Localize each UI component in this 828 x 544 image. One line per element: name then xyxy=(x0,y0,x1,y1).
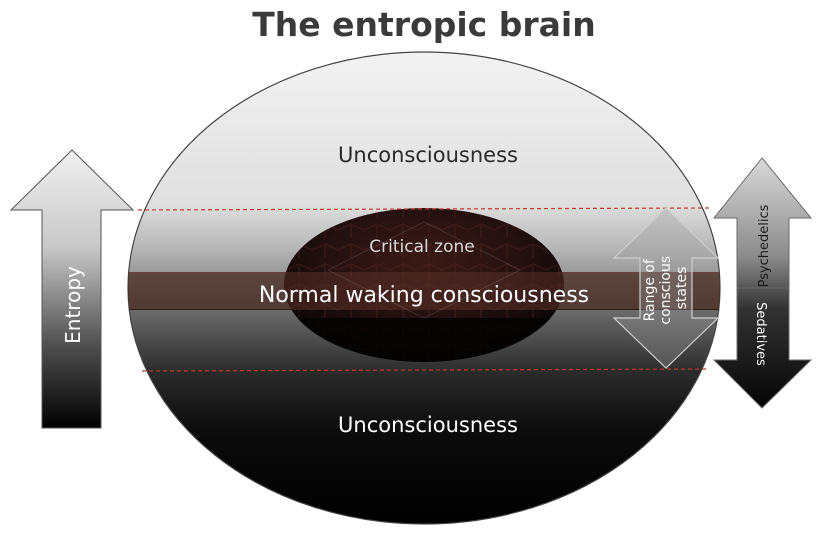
diagram-title: The entropic brain xyxy=(252,5,595,44)
upper-dashed-boundary xyxy=(137,207,711,211)
range-label-line-3: states xyxy=(674,267,690,310)
lower-dashed-boundary xyxy=(141,368,707,372)
entropy-arrow xyxy=(9,149,135,429)
normal-consciousness-label: Normal waking consciousness xyxy=(259,283,589,308)
range-label-line-2: conscious xyxy=(658,256,674,325)
entropy-label: Entropy xyxy=(61,266,85,344)
range-of-states-arrow xyxy=(612,207,720,369)
sedatives-label: Sedatives xyxy=(753,302,768,366)
psychedelics-label: Psychedelics xyxy=(757,204,772,287)
top-unconsciousness-label: Unconsciousness xyxy=(338,143,518,167)
range-of-states-label: Range of conscious states xyxy=(642,251,690,324)
critical-zone-label: Critical zone xyxy=(369,237,474,257)
bottom-unconsciousness-label: Unconsciousness xyxy=(338,413,518,437)
range-label-line-1: Range of xyxy=(642,258,658,321)
psychedelics-sedatives-arrow xyxy=(712,157,813,409)
